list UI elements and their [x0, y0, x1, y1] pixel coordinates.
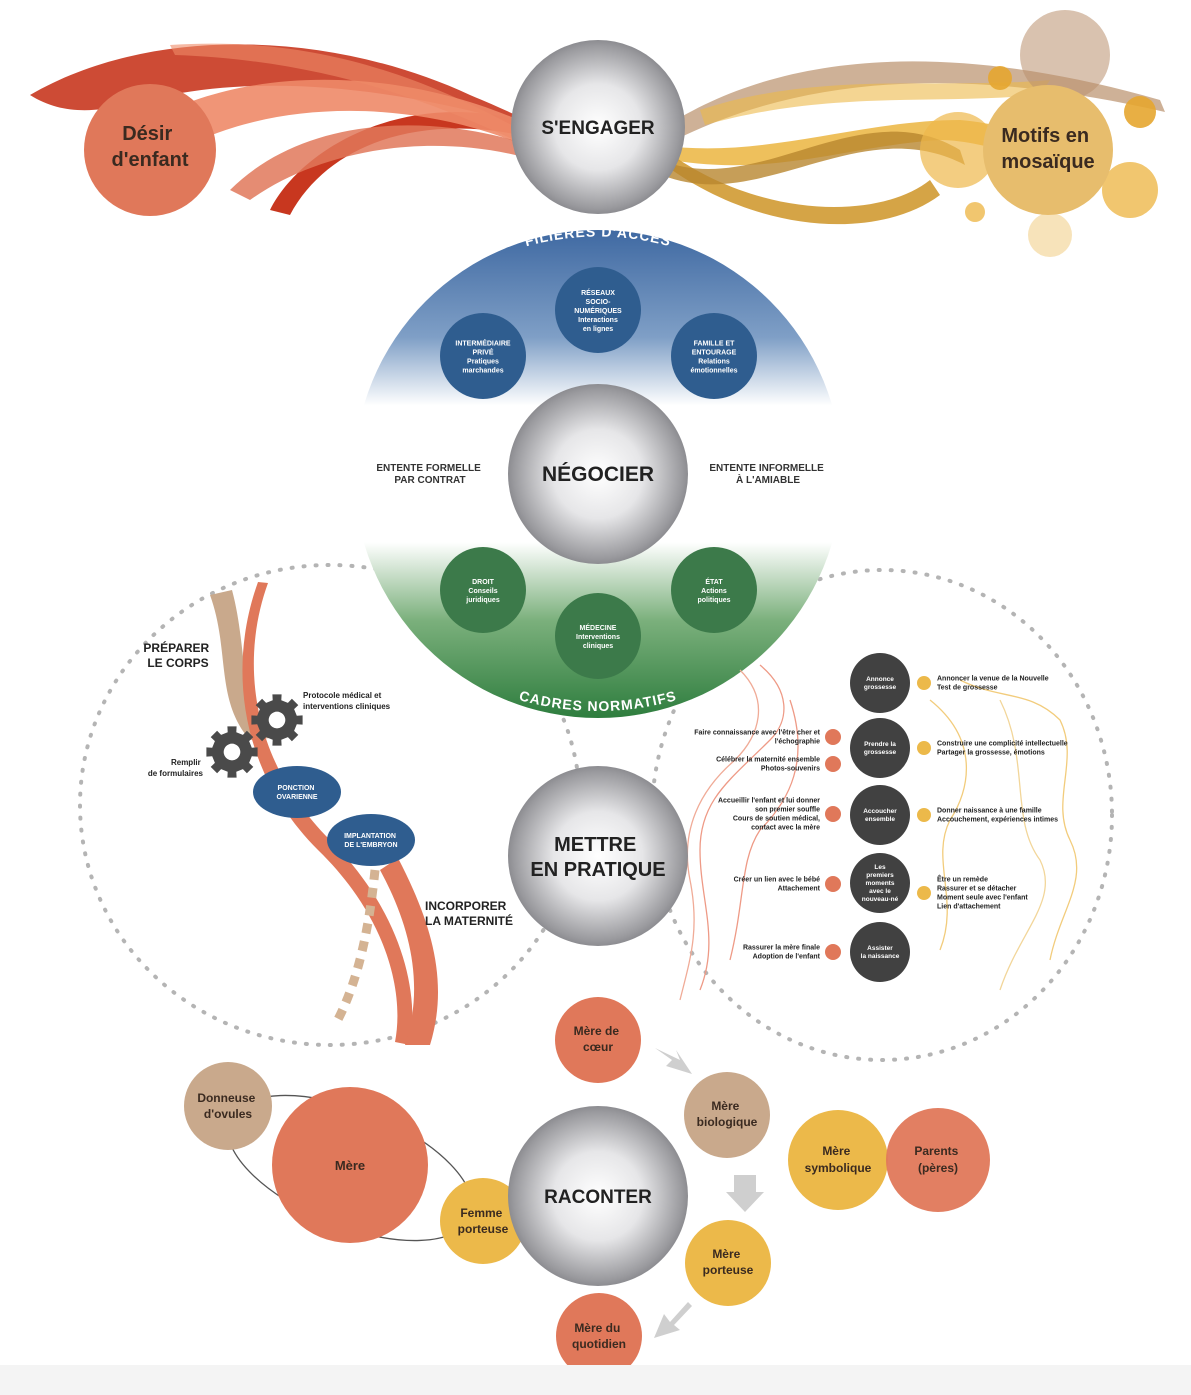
formal-agreement-label: ENTENTE FORMELLE PAR CONTRAT: [376, 463, 483, 486]
norm-node: [555, 593, 641, 679]
daily-mother-node: [556, 1293, 642, 1379]
protocol-label: Protocole médical et interventions clini…: [303, 691, 391, 711]
biological-mother-label: Mère biologique: [697, 1099, 758, 1129]
engage-label: S'ENGAGER: [541, 118, 655, 139]
heart-mother-node: [555, 997, 641, 1083]
access-node: [555, 267, 641, 353]
engage-sphere: [511, 40, 685, 214]
carrier-mother-node: [685, 1220, 771, 1306]
bubble-cluster: [920, 10, 1158, 257]
norm-node: [440, 547, 526, 633]
gear-hole: [268, 711, 286, 729]
parents-label: Parents (pères): [914, 1144, 961, 1175]
egg-donor-label: Donneuse d'ovules: [197, 1091, 258, 1121]
practice-note-dot: [917, 676, 931, 690]
desire-label: Désir d'enfant: [112, 123, 189, 171]
practice-step-node: [850, 785, 910, 845]
access-node: [440, 313, 526, 399]
practice-note-dot: [825, 806, 841, 822]
ovarian-puncture-node: [253, 766, 341, 818]
carrier-woman-node: [440, 1178, 526, 1264]
incorporate-maternity-label: INCORPORER LA MATERNITÉ: [425, 899, 513, 928]
embryo-implantation-label: IMPLANTATION DE L'EMBRYON: [344, 833, 398, 849]
parents-node: [886, 1108, 990, 1212]
informal-agreement-label: ENTENTE INFORMELLE À L'AMIABLE: [709, 463, 826, 486]
practice-note-dot: [917, 886, 931, 900]
access-node: [671, 313, 757, 399]
heart-mother-label: Mère de cœur: [574, 1024, 623, 1054]
footer-band: [0, 1365, 1191, 1395]
carrier-woman-label: Femme porteuse: [458, 1206, 509, 1236]
practice-step-node: [850, 853, 910, 913]
forms-label: Remplir de formulaires: [148, 758, 204, 778]
negotiate-label: NÉGOCIER: [542, 463, 654, 486]
narrate-label: RACONTER: [544, 1187, 652, 1208]
motifs-label: Motifs en mosaïque: [1001, 125, 1094, 173]
practice-label: METTRE EN PRATIQUE: [530, 834, 665, 881]
gears-icon: [206, 694, 303, 778]
desire-node: [84, 84, 216, 216]
negotiate-sphere: [508, 384, 688, 564]
biological-mother-node: [684, 1072, 770, 1158]
mother-label: Mère: [335, 1158, 365, 1173]
practice-sphere: [508, 766, 688, 946]
practice-note-dot: [825, 944, 841, 960]
body-arcs: [210, 582, 439, 1045]
practice-step-node: [850, 718, 910, 778]
norm-node: [671, 547, 757, 633]
prepare-body-label: PRÉPARER LE CORPS: [143, 640, 212, 670]
practice-note-dot: [917, 741, 931, 755]
practice-note-dot: [825, 756, 841, 772]
symbolic-mother-node: [788, 1110, 888, 1210]
symbolic-mother-label: Mère symbolique: [805, 1144, 872, 1175]
ovarian-puncture-label: PONCTION OVARIENNE: [276, 785, 317, 801]
narrate-arrows: [654, 1048, 764, 1338]
practice-note-right: Construire une complicité intellectuelle…: [937, 741, 1068, 757]
practice-step-node: [850, 922, 910, 982]
practice-step-node: [850, 653, 910, 713]
practice-note-dot: [825, 729, 841, 745]
narrate-sphere: [508, 1106, 688, 1286]
figure-line-art: [679, 664, 1078, 1001]
egg-donor-node: [184, 1062, 272, 1150]
practice-note-dot: [917, 808, 931, 822]
mother-node: [272, 1087, 428, 1243]
embryo-implantation-node: [327, 814, 415, 866]
carrier-mother-label: Mère porteuse: [703, 1247, 754, 1277]
motifs-node: [983, 85, 1113, 215]
gear-hole: [223, 743, 241, 761]
practice-note-dot: [825, 876, 841, 892]
daily-mother-label: Mère du quotidien: [572, 1321, 626, 1351]
